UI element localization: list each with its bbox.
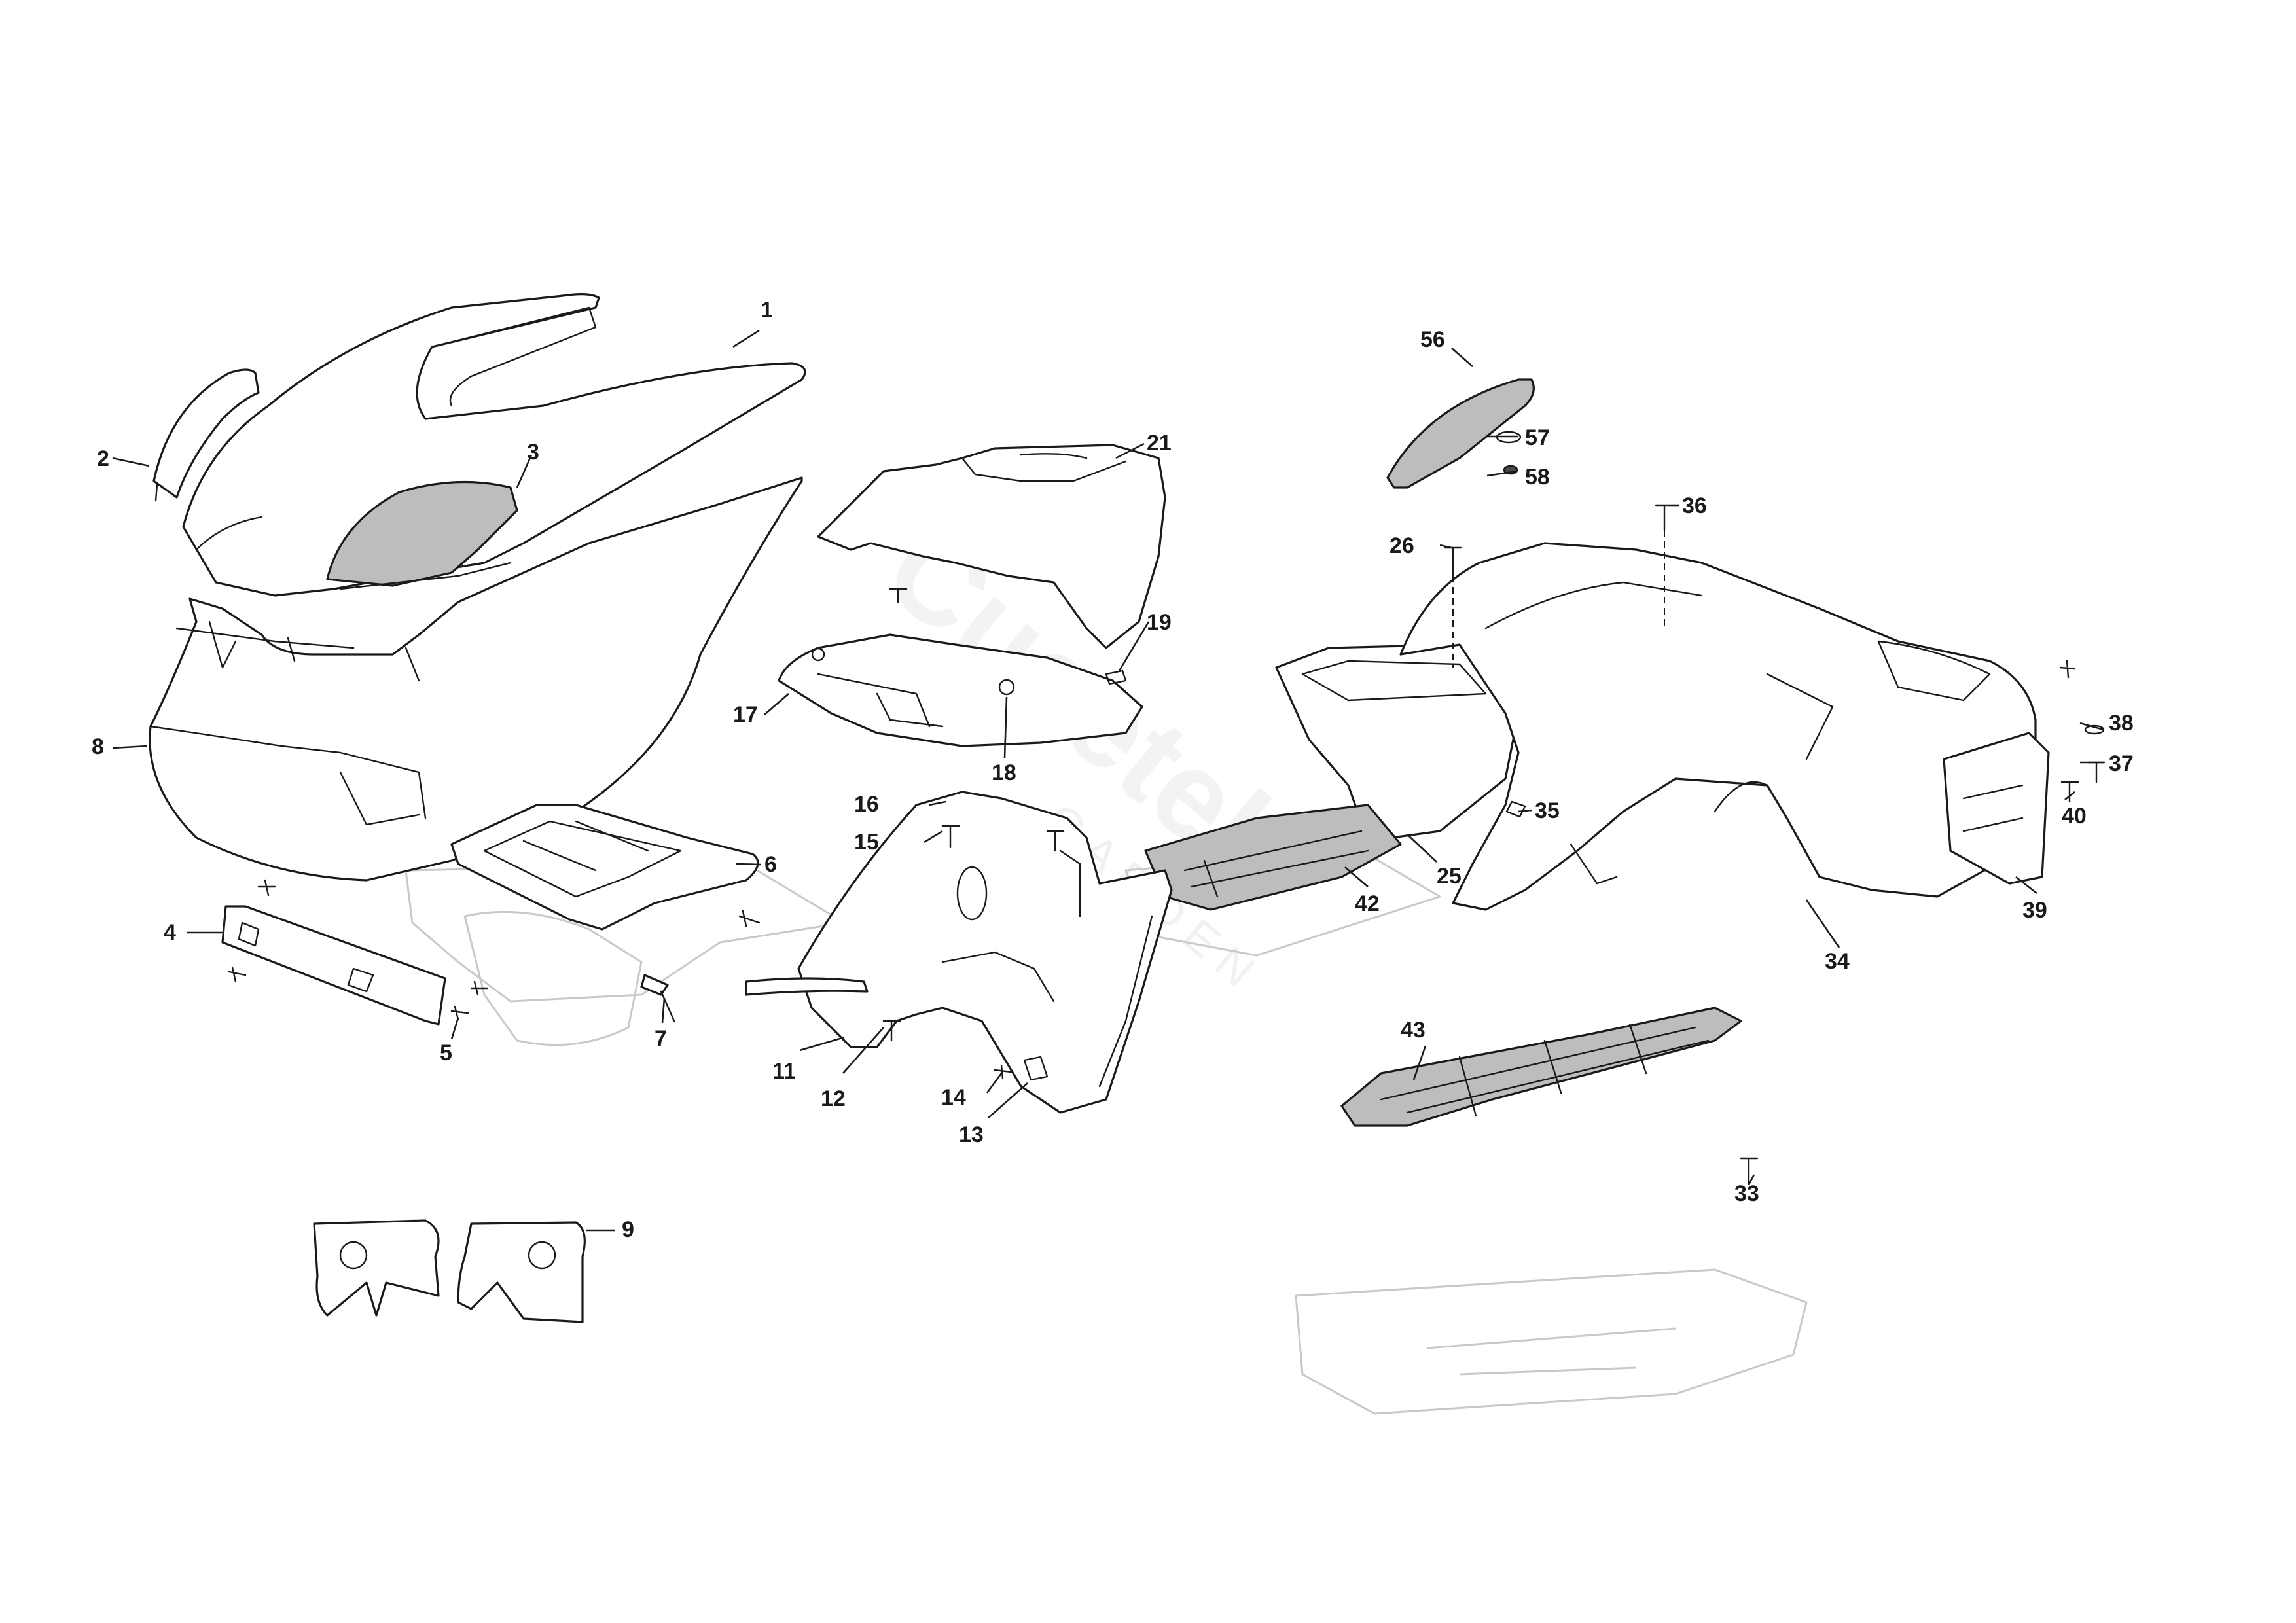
part-39-rear-plate[interactable] — [1943, 732, 2050, 885]
callout-34: 34 — [1825, 949, 1850, 974]
screws-group-4-5 — [228, 879, 761, 1021]
callout-18: 18 — [992, 760, 1016, 785]
callout-14: 14 — [941, 1085, 966, 1110]
callout-5: 5 — [440, 1041, 452, 1065]
part-18-19-fasteners — [811, 588, 1127, 696]
part-43-large-floor-mat[interactable] — [1340, 1007, 1742, 1127]
callout-57: 57 — [1525, 425, 1550, 450]
callout-19: 19 — [1147, 610, 1172, 635]
callout-58: 58 — [1525, 465, 1550, 490]
part-1-hood[interactable] — [182, 293, 806, 597]
part-12-rod[interactable] — [745, 977, 869, 996]
callout-42: 42 — [1355, 891, 1380, 916]
part-42-floor-mat[interactable] — [1144, 804, 1402, 911]
part-6-mount-frame[interactable] — [450, 804, 759, 931]
callout-56: 56 — [1420, 327, 1445, 352]
callout-38: 38 — [2109, 711, 2134, 736]
callout-26: 26 — [1390, 533, 1414, 558]
part-3-cover-plate[interactable] — [326, 480, 518, 590]
callout-16: 16 — [854, 792, 879, 817]
callout-33: 33 — [1734, 1181, 1759, 1206]
callout-9: 9 — [622, 1217, 634, 1242]
callout-43: 43 — [1401, 1018, 1426, 1043]
part-9-gaskets[interactable] — [313, 1219, 586, 1323]
callout-17: 17 — [733, 702, 758, 727]
callout-6: 6 — [764, 852, 777, 877]
callout-2: 2 — [97, 446, 109, 471]
part-2-handle[interactable] — [152, 368, 260, 502]
part-34-rear-fender[interactable] — [1399, 542, 2037, 911]
callout-3: 3 — [527, 440, 539, 465]
callout-21: 21 — [1147, 431, 1172, 455]
callout-11: 11 — [772, 1059, 796, 1084]
part-4-bracket-plate[interactable] — [221, 905, 446, 1026]
callout-39: 39 — [2022, 898, 2047, 923]
callout-25: 25 — [1437, 864, 1462, 889]
part-21-dash-cover[interactable] — [817, 444, 1166, 649]
part-13-14-fasteners — [882, 825, 1065, 1081]
callout-36: 36 — [1682, 493, 1707, 518]
callout-35: 35 — [1535, 798, 1560, 823]
callout-1: 1 — [761, 298, 773, 323]
callout-12: 12 — [821, 1086, 846, 1111]
callout-40: 40 — [2062, 804, 2087, 829]
callout-8: 8 — [92, 734, 104, 759]
callout-labels: 1 2 3 8 9 6 4 5 7 11 12 13 14 15 16 17 1… — [92, 298, 2134, 1242]
callout-4: 4 — [164, 920, 176, 945]
callout-37: 37 — [2109, 751, 2134, 776]
part-11-lower-panel[interactable] — [797, 791, 1173, 1114]
callout-7: 7 — [655, 1026, 667, 1051]
leader-lines — [112, 329, 2104, 1232]
part-7-bolt[interactable] — [640, 974, 675, 1022]
part-56-top-cover[interactable] — [1386, 378, 1535, 489]
callout-15: 15 — [854, 830, 879, 855]
part-8-front-body[interactable] — [149, 476, 803, 882]
callout-13: 13 — [959, 1122, 984, 1147]
